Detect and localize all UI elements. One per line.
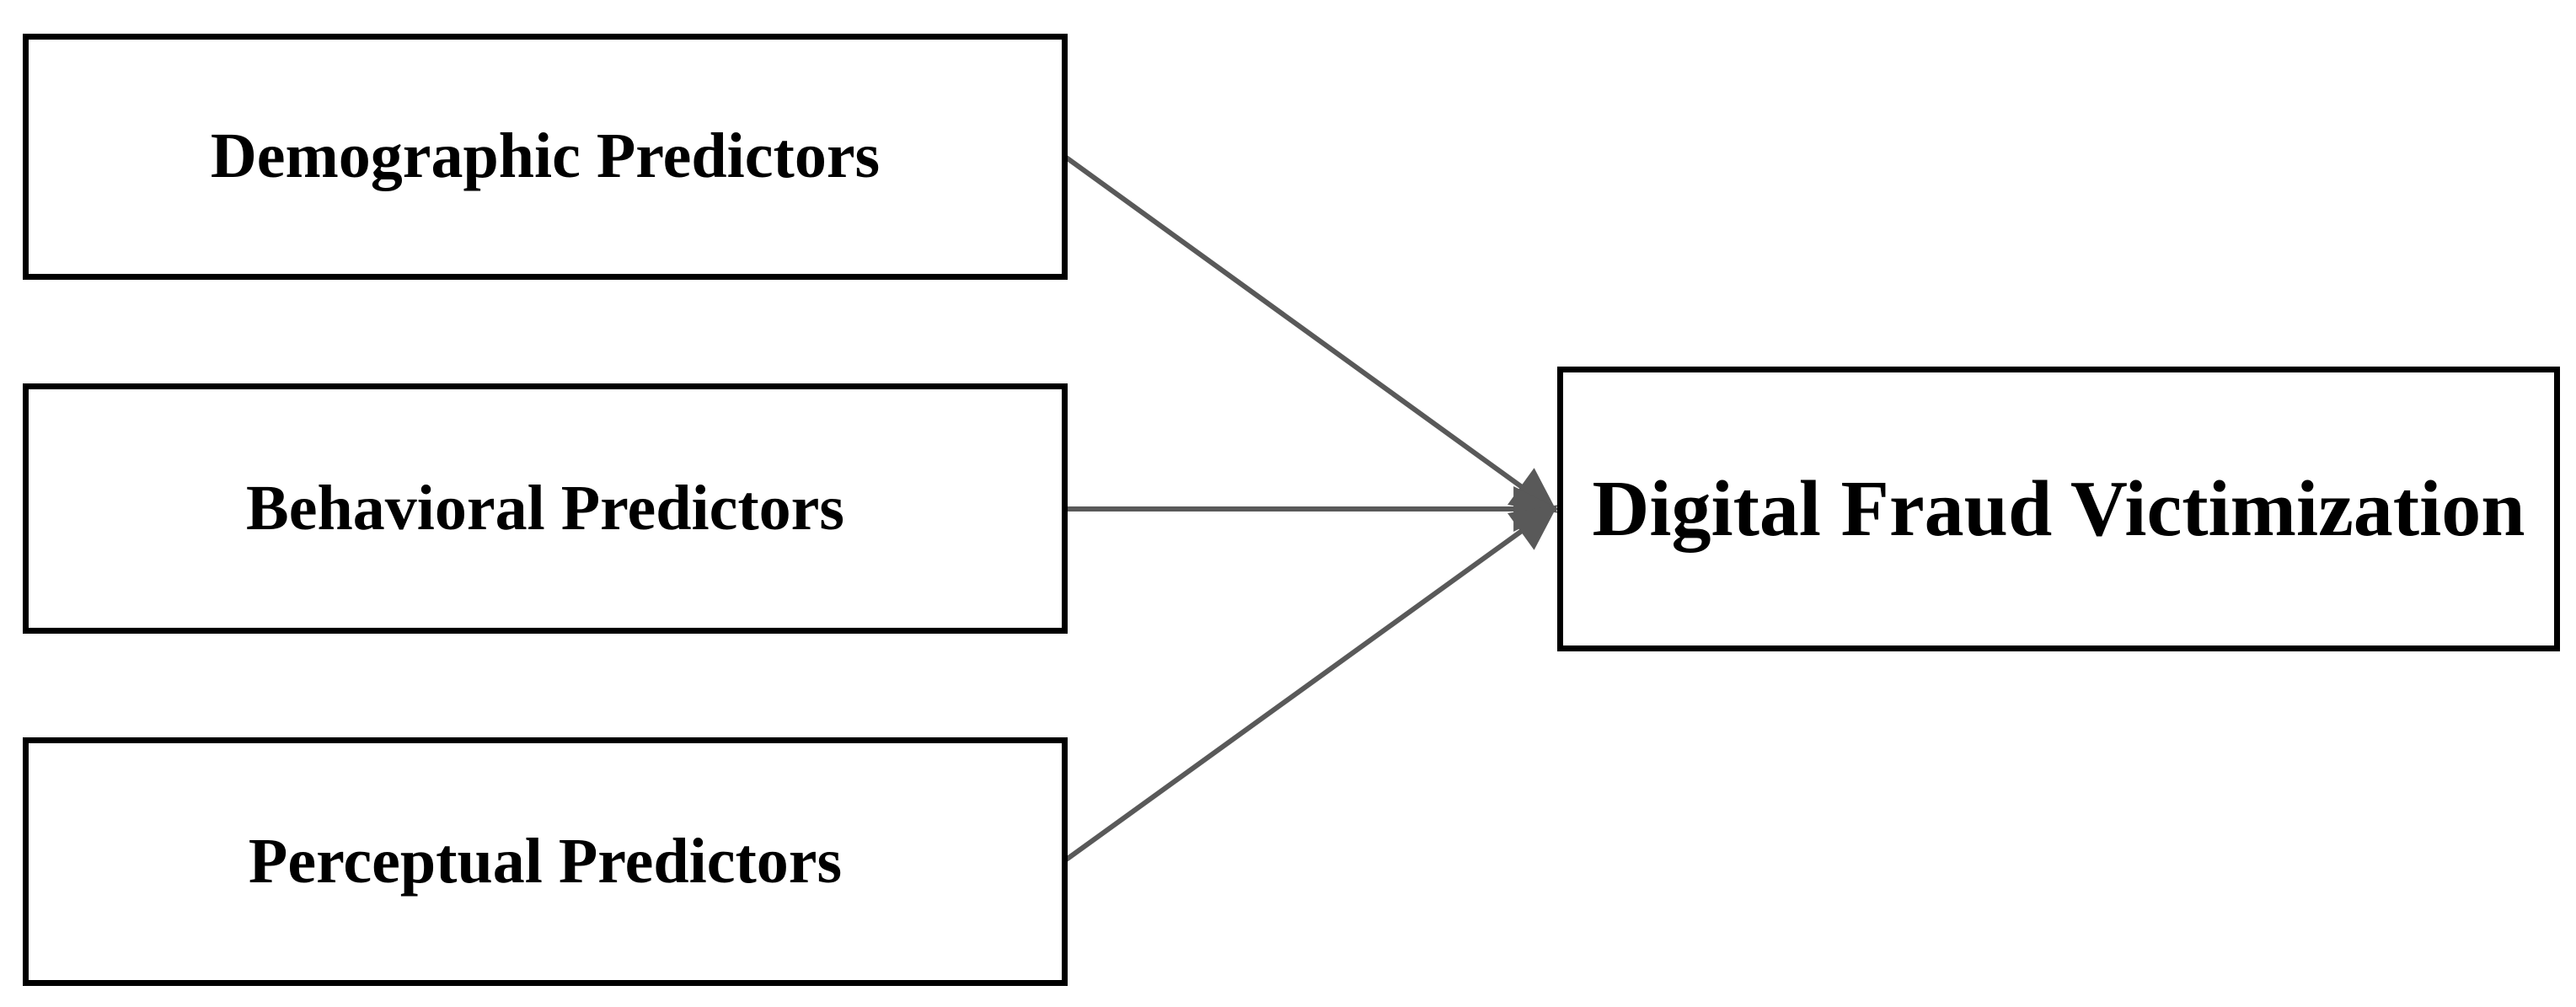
arrow-demographic-to-outcome	[1063, 154, 1558, 513]
box-demographic-predictors-label: Demographic Predictors	[210, 121, 881, 192]
box-behavioral-predictors: Behavioral Predictors	[23, 383, 1068, 634]
box-perceptual-predictors-label: Perceptual Predictors	[248, 825, 843, 897]
box-digital-fraud-victimization: Digital Fraud Victimization	[1557, 367, 2560, 651]
box-demographic-predictors: Demographic Predictors	[23, 34, 1068, 280]
arrow-perceptual-to-outcome	[1063, 505, 1558, 863]
box-digital-fraud-victimization-label: Digital Fraud Victimization	[1592, 464, 2525, 553]
box-perceptual-predictors: Perceptual Predictors	[23, 737, 1068, 986]
box-behavioral-predictors-label: Behavioral Predictors	[246, 472, 844, 544]
